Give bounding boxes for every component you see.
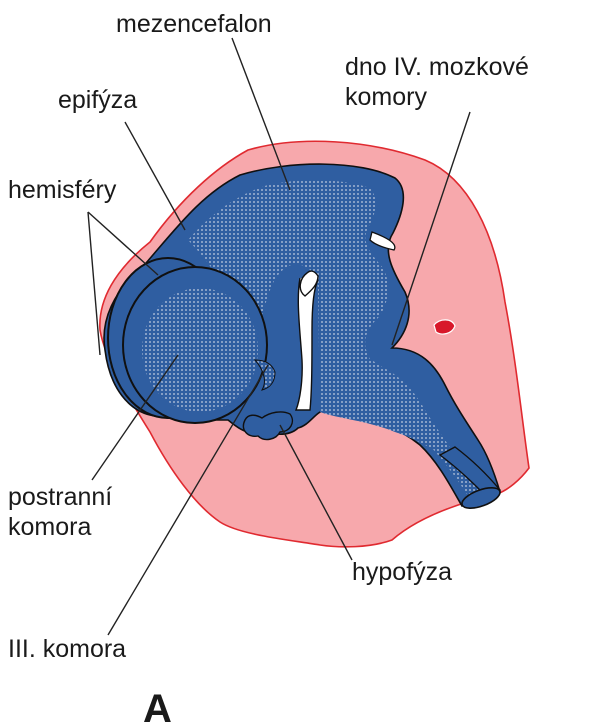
label-treti-komora: III. komora (8, 635, 126, 663)
label-dno-line2: komory (345, 83, 427, 111)
lateral-ventricle (142, 288, 258, 412)
label-postranni-line1: postranní (8, 483, 112, 511)
leader-epifyza (125, 122, 185, 230)
label-postranni-line2: komora (8, 513, 91, 541)
leader-hemisfery-a (88, 212, 100, 355)
label-dno-line1: dno IV. mozkové (345, 53, 529, 81)
label-mezencefalon: mezencefalon (116, 10, 272, 38)
label-hypofyza: hypofýza (352, 558, 452, 586)
label-hemisfery: hemisféry (8, 176, 117, 204)
label-epifyza: epifýza (58, 86, 137, 114)
panel-letter: A (143, 687, 172, 727)
